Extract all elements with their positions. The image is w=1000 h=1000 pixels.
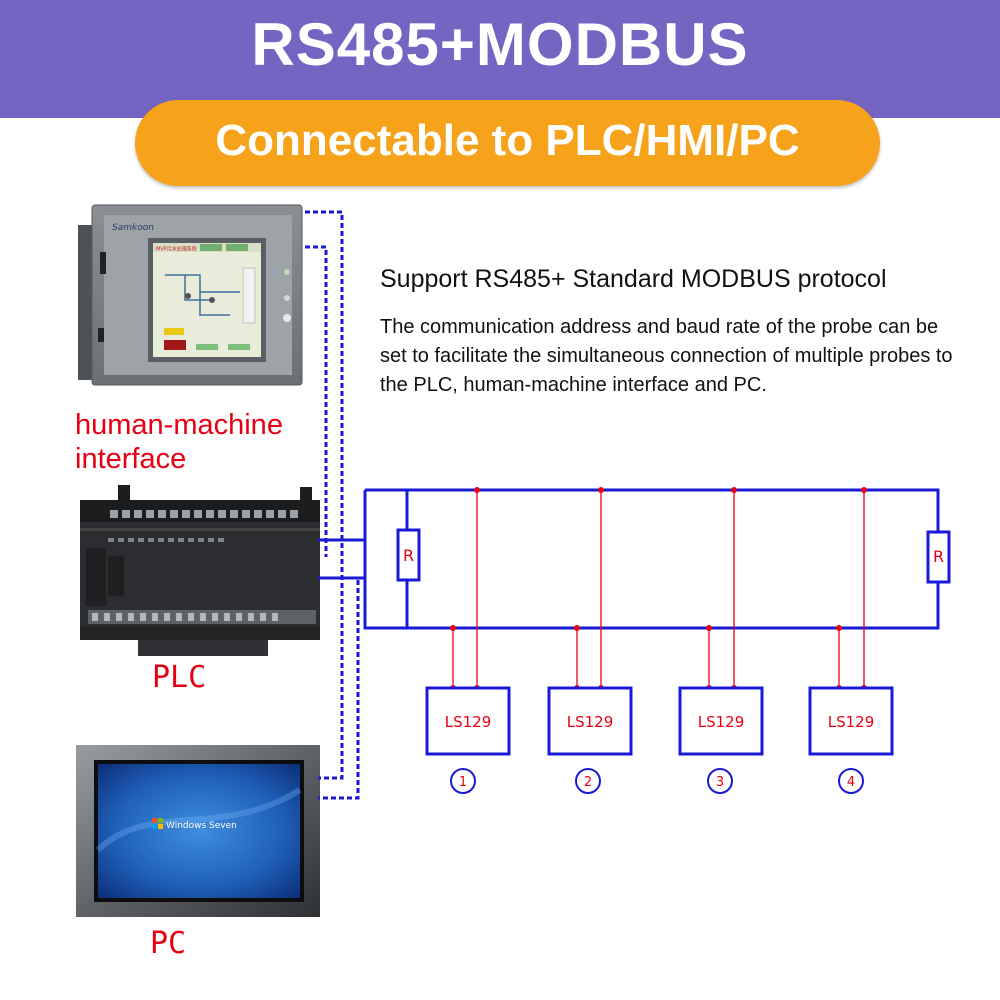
pc-label: PC [150,926,187,961]
pc-screen [98,764,300,898]
probe-number: 2 [584,775,592,790]
page-subtitle: Connectable to PLC/HMI/PC [215,116,800,165]
protocol-heading: Support RS485+ Standard MODBUS protocol [380,265,887,293]
hmi-device: Samkoon MVP污水处理系统 [78,204,303,386]
subtitle-pill: Connectable to PLC/HMI/PC [135,100,880,186]
protocol-description: The communication address and baud rate … [380,316,953,396]
hmi-brand: Samkoon [112,223,154,233]
probe-name: LS129 [828,713,875,731]
resistor-label: R [933,547,944,566]
hmi-label: human-machine interface [75,409,283,475]
pc-device: Windows Seven [76,745,320,917]
termination-resistor-right: R [926,530,951,584]
probe-3: LS129 3 [678,686,764,794]
probe-name: LS129 [698,713,745,731]
pc-screen-text: Windows Seven [166,821,237,831]
probe-1: LS129 1 [425,686,511,794]
probe-4: LS129 4 [808,686,894,794]
plc-bus-connector [318,538,365,580]
windows-logo-icon [152,818,163,829]
probe-number: 4 [847,775,855,790]
plc-label: PLC [152,660,207,695]
plc-device [80,485,320,656]
probe-2: LS129 2 [547,686,633,794]
page-title: RS485+MODBUS [251,11,749,78]
probe-number: 3 [716,775,724,790]
rs485-bus [363,488,940,630]
header-banner: RS485+MODBUS [0,0,1000,118]
probe-number: 1 [459,775,467,790]
probe-name: LS129 [567,713,614,731]
probe-name: LS129 [445,713,492,731]
hmi-screen-title: MVP污水处理系统 [156,246,197,253]
termination-resistor-left: R [396,528,421,582]
probe-signal-wires [452,490,865,688]
junction-dots [450,487,867,691]
resistor-label: R [403,546,414,565]
